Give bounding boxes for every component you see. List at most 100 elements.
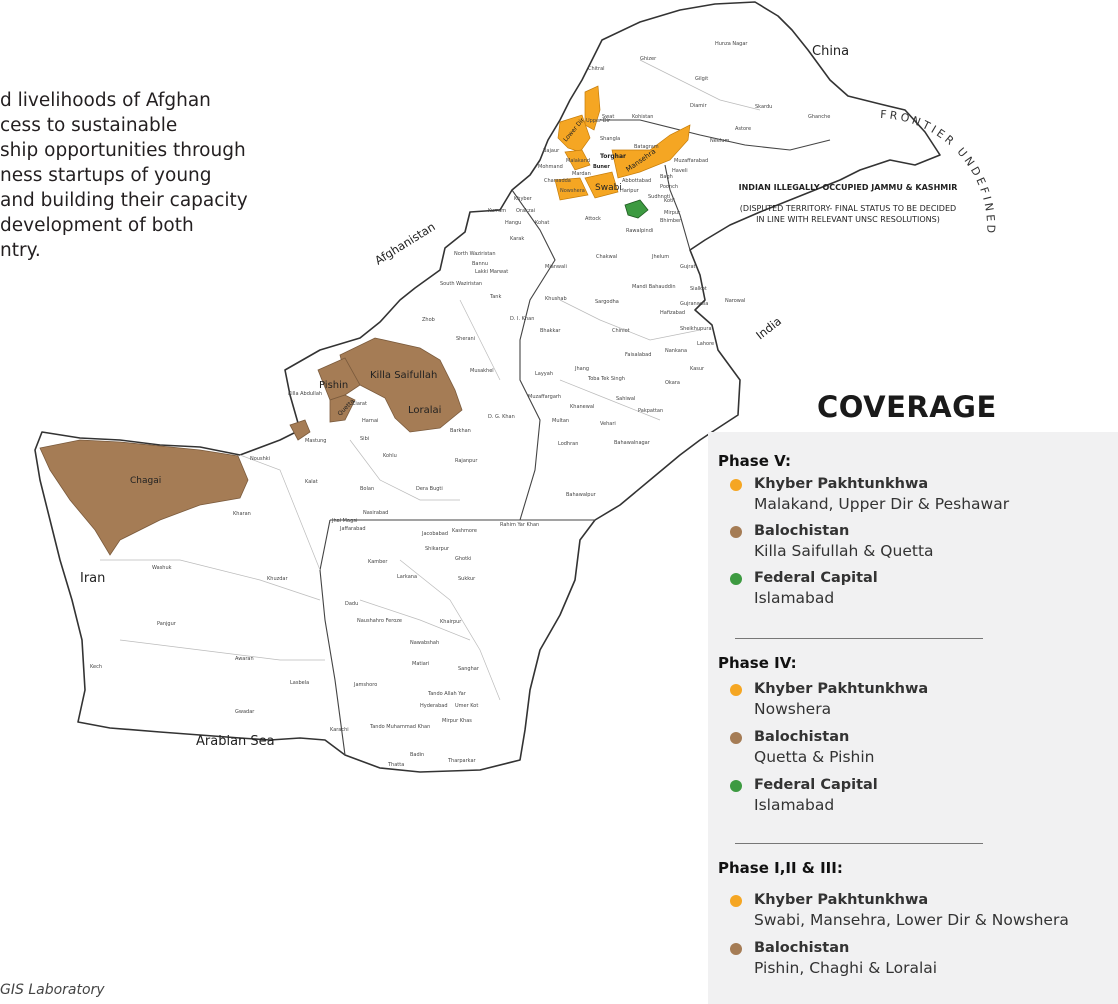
svg-text:Gwadar: Gwadar [235, 709, 255, 715]
svg-text:Matiari: Matiari [412, 661, 429, 667]
province-name: Balochistan [754, 940, 850, 956]
coverage-panel: Phase V: Khyber Pakhtunkhwa Malakand, Up… [708, 432, 1118, 1004]
svg-text:Killa Abdullah: Killa Abdullah [288, 391, 322, 397]
svg-text:Hyderabad: Hyderabad [420, 703, 448, 709]
svg-text:Narowal: Narowal [725, 298, 745, 304]
intro-line: d livelihoods of Afghan [0, 90, 211, 111]
svg-text:Mohmand: Mohmand [538, 164, 563, 170]
label-kashmir-title: INDIAN ILLEGALLY OCCUPIED JAMMU & KASHMI… [739, 183, 958, 192]
svg-text:Mianwali: Mianwali [545, 264, 567, 270]
svg-text:Kashmore: Kashmore [452, 528, 477, 534]
svg-text:Sahiwal: Sahiwal [616, 396, 635, 402]
svg-text:Larkana: Larkana [397, 574, 417, 580]
district-list: Swabi, Mansehra, Lower Dir & Nowshera [754, 911, 1069, 929]
svg-text:Tando Muhammad Khan: Tando Muhammad Khan [369, 724, 430, 730]
district-boundaries [100, 59, 761, 701]
svg-text:Diamir: Diamir [690, 103, 708, 109]
svg-text:Khushab: Khushab [545, 296, 567, 302]
district-list: Pishin, Chaghi & Loralai [754, 959, 938, 977]
svg-text:Muzaffargarh: Muzaffargarh [528, 394, 561, 400]
intro-line: and building their capacity [0, 190, 248, 211]
intro-line: ness startups of young [0, 165, 212, 186]
svg-text:Okara: Okara [665, 380, 680, 386]
country-outline [34, 1, 941, 773]
svg-text:Gilgit: Gilgit [695, 76, 708, 82]
svg-text:Harnai: Harnai [362, 418, 378, 424]
federal-legend-dot [730, 780, 742, 792]
label-pishin: Pishin [319, 380, 348, 391]
chagai-district [39, 439, 249, 556]
svg-text:Astore: Astore [735, 126, 751, 132]
district-list: Quetta & Pishin [754, 748, 875, 766]
province-name: Federal Capital [754, 570, 878, 586]
svg-text:Karachi: Karachi [330, 727, 349, 733]
label-upper-dir: Upper Dir [586, 118, 611, 124]
svg-text:Shangla: Shangla [600, 136, 620, 142]
svg-text:Bhimber: Bhimber [660, 218, 682, 224]
label-afghanistan: Afghanistan [372, 219, 437, 267]
islamabad-district [624, 199, 649, 219]
svg-text:Jhelum: Jhelum [651, 254, 669, 260]
balochistan-coverage [39, 337, 463, 556]
svg-text:Kohlu: Kohlu [383, 453, 397, 459]
svg-text:Sherani: Sherani [456, 336, 475, 342]
svg-text:Hafizabad: Hafizabad [660, 310, 685, 316]
svg-text:Kalat: Kalat [305, 479, 318, 485]
svg-text:Musakhel: Musakhel [470, 368, 494, 374]
svg-text:Gujrat: Gujrat [680, 264, 696, 270]
svg-text:D. G. Khan: D. G. Khan [488, 414, 515, 420]
svg-text:Naushahro Feroze: Naushahro Feroze [357, 618, 402, 624]
label-arabian-sea: Arabian Sea [196, 734, 275, 749]
district-list: Islamabad [754, 589, 835, 607]
svg-text:Umer Kot: Umer Kot [455, 703, 478, 709]
svg-text:Ghizer: Ghizer [640, 56, 657, 62]
balochistan-legend-dot [730, 732, 742, 744]
map-credit: GIS Laboratory [0, 982, 105, 998]
svg-text:Barkhan: Barkhan [450, 428, 471, 434]
svg-text:Jacobabad: Jacobabad [421, 531, 448, 537]
svg-text:Attock: Attock [585, 216, 601, 222]
federal-legend-dot [730, 573, 742, 585]
svg-text:Mirpur: Mirpur [664, 210, 681, 216]
phase-title: Phase I,II & III: [718, 859, 843, 877]
svg-text:South Waziristan: South Waziristan [440, 281, 482, 287]
label-buner: Buner [593, 164, 610, 170]
svg-text:Khuzdar: Khuzdar [267, 576, 288, 582]
svg-text:Kharan: Kharan [233, 511, 251, 517]
phase-title: Phase V: [718, 452, 792, 470]
svg-text:Jhang: Jhang [574, 366, 589, 372]
province-name: Balochistan [754, 523, 850, 539]
svg-text:Nawabshah: Nawabshah [410, 640, 439, 646]
divider [735, 638, 983, 639]
svg-text:Muzaffarabad: Muzaffarabad [674, 158, 708, 164]
mansehra-district [611, 124, 691, 179]
quetta-small-district [289, 419, 311, 441]
svg-text:Chiniot: Chiniot [612, 328, 630, 334]
swabi-district [584, 171, 619, 199]
label-kashmir-note-1: (DISPUTED TERRITORY- FINAL STATUS TO BE … [740, 204, 956, 213]
svg-text:Ghotki: Ghotki [455, 556, 471, 562]
svg-text:Jhal Magsi: Jhal Magsi [331, 518, 357, 524]
label-malakand: Malakand [566, 158, 590, 164]
province-boundaries [319, 119, 831, 756]
svg-text:Rahim Yar Khan: Rahim Yar Khan [500, 522, 539, 528]
svg-text:Chakwal: Chakwal [596, 254, 617, 260]
svg-text:Bannu: Bannu [472, 261, 488, 267]
province-name: Balochistan [754, 729, 850, 745]
svg-text:Dadu: Dadu [345, 601, 358, 607]
divider [735, 843, 983, 844]
svg-text:Lasbela: Lasbela [290, 680, 309, 686]
svg-text:Karak: Karak [510, 236, 524, 242]
svg-text:Sibi: Sibi [360, 436, 369, 442]
label-killa-saifullah: Killa Saifullah [370, 370, 437, 381]
svg-text:D. I. Khan: D. I. Khan [510, 316, 534, 322]
svg-text:Khanewal: Khanewal [570, 404, 594, 410]
svg-text:Hangu: Hangu [505, 220, 521, 226]
intro-line: development of both [0, 215, 194, 236]
province-name: Khyber Pakhtunkhwa [754, 476, 929, 492]
svg-text:Rajanpur: Rajanpur [455, 458, 478, 464]
label-swabi: Swabi [595, 183, 622, 193]
balochistan-legend-dot [730, 526, 742, 538]
svg-text:Panjgur: Panjgur [157, 621, 177, 627]
svg-text:Ziarat: Ziarat [352, 401, 367, 407]
